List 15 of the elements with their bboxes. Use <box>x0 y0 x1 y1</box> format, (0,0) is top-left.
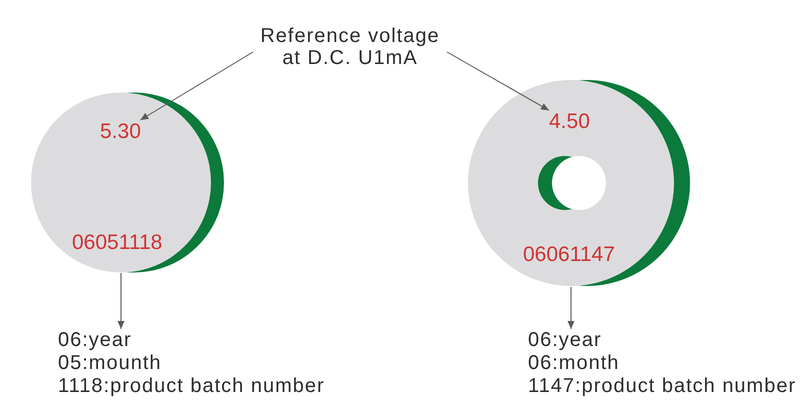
code-explanation: 1147:product batch number <box>528 375 796 398</box>
callout-label: Reference voltage at D.C. U1mA <box>253 25 447 69</box>
code-explanation: 05:mounth <box>58 352 162 375</box>
leader-arrow <box>446 52 550 111</box>
code-explanation: 06:month <box>528 352 620 375</box>
arrow <box>118 272 124 330</box>
batch-code: 06051118 <box>72 231 162 255</box>
leader-arrow <box>140 52 254 120</box>
code-explanation: 06:year <box>528 329 602 352</box>
voltage-code: 4.50 <box>549 110 590 134</box>
voltage-code: 5.30 <box>100 120 141 144</box>
arrow <box>568 286 574 330</box>
batch-code: 06061147 <box>523 243 615 267</box>
code-explanation: 06:year <box>58 329 132 352</box>
code-explanation: 1118:product batch number <box>58 375 325 398</box>
